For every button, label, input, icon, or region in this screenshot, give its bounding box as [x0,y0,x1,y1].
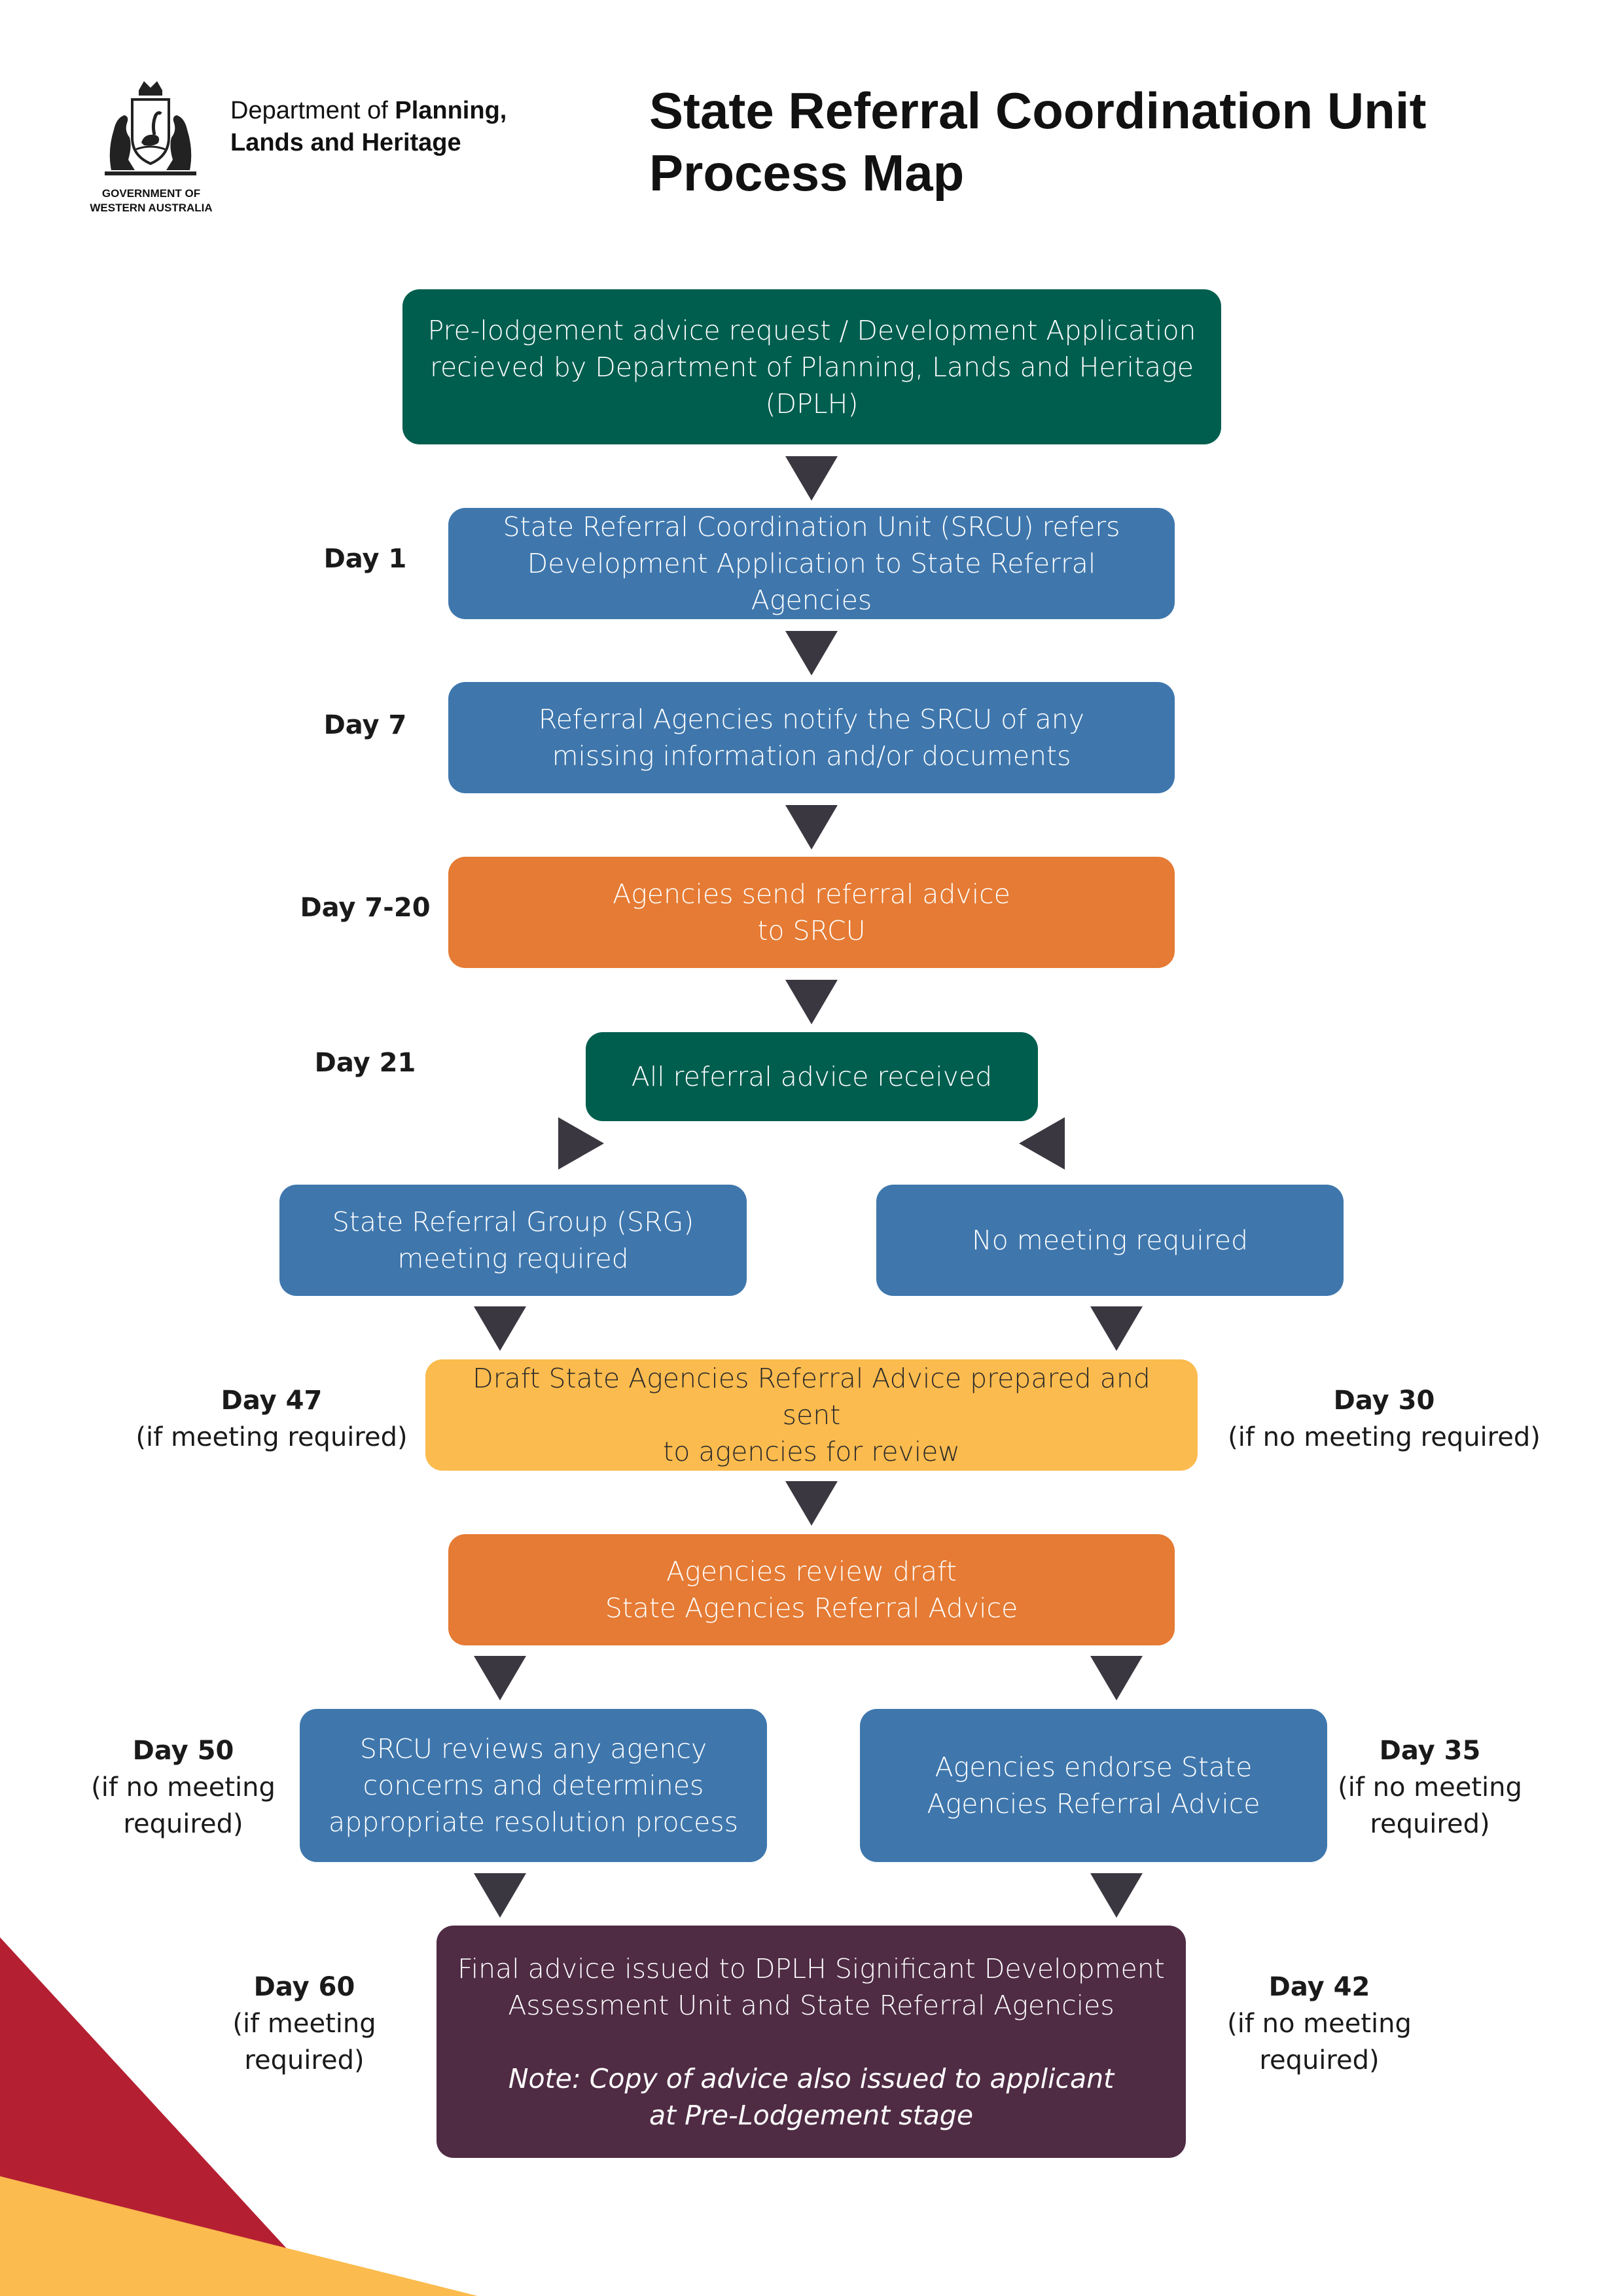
step-draft-prepared: Draft State Agencies Referral Advice pre… [425,1359,1198,1471]
step-text: State Referral Group (SRG) [332,1206,694,1238]
day-heading: Day 30 [1333,1386,1435,1416]
day-heading: Day 60 [253,1972,355,2002]
flow-arrow-down [1090,1306,1143,1351]
step-srg-meeting-required: State Referral Group (SRG) meeting requi… [279,1185,747,1296]
step-text: Final advice issued to DPLH Significant … [457,1952,1165,1984]
dept-line-2: Lands and Heritage [230,129,461,156]
flow-arrow-down [1090,1656,1143,1700]
page-title: State Referral Coordination Unit Process… [649,80,1426,204]
flow-arrow-right [558,1117,604,1170]
dept-line-1-regular: Department of [230,97,395,124]
step-agencies-notify: Referral Agencies notify the SRCU of any… [448,682,1175,793]
day-condition: required) [1370,1809,1490,1839]
flow-arrow-down [785,456,838,501]
step-text: Assessment Unit and State Referral Agenc… [508,1989,1115,2021]
day-heading: Day 7-20 [300,893,431,923]
step-note: at Pre-Lodgement stage [649,2099,974,2131]
step-text: (DPLH) [765,387,859,420]
day-label-60: Day 60 (if meeting required) [206,1969,402,2079]
flow-arrow-down [785,631,838,675]
flow-arrow-down [474,1873,526,1918]
step-send-referral-advice: Agencies send referral advice to SRCU [448,857,1175,968]
day-label-50: Day 50 (if no meeting required) [85,1732,281,1842]
step-agencies-review-draft: Agencies review draft State Agencies Ref… [448,1534,1175,1645]
flow-arrow-down [1090,1873,1143,1918]
step-text: Draft State Agencies Referral Advice pre… [473,1363,1150,1431]
dept-line-1-bold: Planning, [395,97,507,124]
day-heading: Day 21 [314,1048,416,1078]
day-label-30: Day 30 (if no meeting required) [1204,1382,1564,1456]
day-condition: (if meeting required) [135,1422,408,1452]
flow-arrow-down [474,1656,526,1700]
step-no-meeting-required: No meeting required [876,1185,1344,1296]
step-text: SRCU reviews any agency [359,1733,707,1765]
day-condition: required) [1259,2045,1380,2075]
step-text: appropriate resolution process [328,1806,739,1838]
day-label-42: Day 42 (if no meeting required) [1221,1969,1418,2079]
day-condition: required) [244,2045,365,2075]
day-label-47: Day 47 (if meeting required) [124,1382,419,1456]
day-condition: (if no meeting [1338,1772,1522,1803]
day-label-21: Day 21 [294,1045,436,1081]
gov-line-1: GOVERNMENT OF [101,187,201,200]
title-line-2: Process Map [649,144,965,202]
day-heading: Day 1 [323,544,407,574]
step-text: No meeting required [971,1225,1249,1256]
step-text: All referral advice received [631,1061,993,1092]
flow-arrow-down [785,1481,838,1526]
gov-line-2: WESTERN AUSTRALIA [90,202,213,214]
step-text: Development Application to State Referra… [527,548,1096,616]
title-line-1: State Referral Coordination Unit [649,82,1427,139]
day-condition: (if no meeting [1227,2009,1412,2039]
wa-government-crest-logo [98,79,203,183]
step-final-advice-issued: Final advice issued to DPLH Significant … [437,1926,1186,2158]
flow-arrow-left [1019,1117,1065,1170]
step-text: Pre-lodgement advice request / Developme… [427,314,1196,346]
decorative-corner-triangles [0,1937,478,2296]
step-note: Note: Copy of advice also issued to appl… [508,2062,1115,2094]
step-text: Agencies review draft [666,1556,957,1587]
step-text: State Referral Coordination Unit (SRCU) … [503,511,1120,543]
step-text: Agencies endorse State [935,1751,1253,1783]
day-heading: Day 7 [323,710,407,740]
flow-arrow-down [474,1306,526,1351]
step-text: Agencies Referral Advice [927,1788,1260,1820]
step-text: Referral Agencies notify the SRCU of any [538,704,1085,735]
step-text: recieved by Department of Planning, Land… [429,351,1194,383]
day-condition: (if no meeting required) [1228,1422,1541,1452]
step-text: State Agencies Referral Advice [605,1592,1018,1624]
step-agencies-endorse: Agencies endorse State Agencies Referral… [860,1709,1327,1862]
step-srcu-reviews-concerns: SRCU reviews any agency concerns and det… [300,1709,767,1862]
flow-arrow-down [785,805,838,850]
day-condition: (if meeting [232,2009,376,2039]
department-name: Department of Planning, Lands and Herita… [230,95,507,159]
day-heading: Day 35 [1379,1736,1481,1766]
day-heading: Day 50 [132,1736,234,1766]
day-label-1: Day 1 [294,541,436,577]
day-heading: Day 42 [1268,1972,1370,2002]
day-condition: (if no meeting [91,1772,276,1803]
step-text: concerns and determines [363,1770,704,1801]
day-condition: required) [123,1809,243,1839]
step-text: to SRCU [757,915,866,946]
step-text: Agencies send referral advice [613,878,1010,910]
flow-arrow-down [785,980,838,1024]
step-text: to agencies for review [663,1436,960,1467]
step-all-advice-received: All referral advice received [586,1032,1038,1121]
government-of-wa-label: GOVERNMENT OF WESTERN AUSTRALIA [77,187,225,215]
day-label-35: Day 35 (if no meeting required) [1332,1732,1528,1842]
step-text: meeting required [397,1243,629,1274]
day-heading: Day 47 [221,1386,323,1416]
step-text: missing information and/or documents [552,740,1071,772]
day-label-7-20: Day 7-20 [294,889,436,926]
day-label-7: Day 7 [294,707,436,744]
step-pre-lodgement: Pre-lodgement advice request / Developme… [402,289,1221,444]
step-srcu-refers: State Referral Coordination Unit (SRCU) … [448,508,1175,619]
